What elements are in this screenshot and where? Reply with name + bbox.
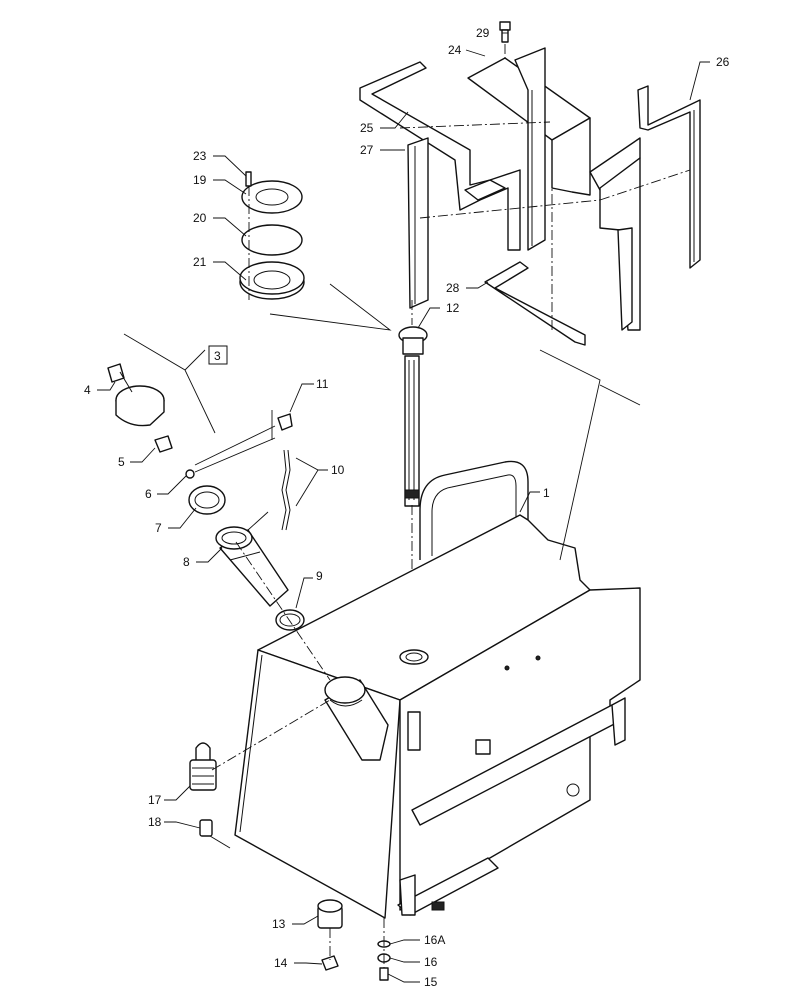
callout-9: 9 (316, 569, 323, 583)
drain-valve-14 (321, 955, 339, 971)
frame-rod-26 (637, 85, 701, 269)
leader-lines (97, 32, 710, 983)
rod-bracket-25 (359, 61, 521, 251)
cap-assembly-3 (107, 363, 165, 427)
padlock-17 (189, 742, 217, 791)
washer-6 (185, 469, 195, 479)
callout-10: 10 (331, 463, 345, 477)
gasket-plates (239, 171, 305, 300)
callout-11: 11 (316, 377, 329, 391)
fuel-sender-12 (398, 300, 428, 650)
callout-13: 13 (272, 917, 286, 931)
callout-5: 5 (118, 455, 125, 469)
callout-19: 19 (193, 173, 207, 187)
chain-10 (281, 449, 291, 531)
callout-15: 15 (424, 975, 438, 989)
callout-25: 25 (360, 121, 374, 135)
callout-24: 24 (448, 43, 462, 57)
callout-labels: 1 3 4 5 6 7 8 9 10 11 12 13 14 15 16 16A… (84, 26, 730, 989)
callout-26: 26 (716, 55, 730, 69)
gasket-7 (188, 485, 226, 515)
key-18 (199, 819, 231, 849)
bolt-15 (379, 967, 389, 981)
explosion-lines (211, 44, 691, 968)
callout-12: 12 (446, 301, 460, 315)
filler-neck-8 (215, 526, 289, 607)
callout-box-3 (208, 345, 228, 365)
angle-bracket-28 (484, 261, 586, 346)
callout-18: 18 (148, 815, 162, 829)
callout-20: 20 (193, 211, 207, 225)
callout-3: 3 (214, 349, 221, 363)
fuel-tank-1 (234, 460, 641, 919)
callout-16a: 16A (424, 933, 445, 947)
callout-27: 27 (360, 143, 374, 157)
strip-27 (407, 137, 429, 309)
frame-bracket-24 (467, 47, 641, 331)
callout-29: 29 (476, 26, 490, 40)
clip-11 (277, 413, 293, 431)
callout-4: 4 (84, 383, 91, 397)
fitting-5 (154, 435, 173, 453)
drain-plug-13 (317, 899, 343, 929)
callout-17: 17 (148, 793, 162, 807)
callout-28: 28 (446, 281, 460, 295)
bolt-29 (499, 21, 511, 43)
callout-16: 16 (424, 955, 438, 969)
clamp-9 (275, 609, 305, 631)
callout-7: 7 (155, 521, 162, 535)
callout-14: 14 (274, 956, 288, 970)
callout-1: 1 (543, 486, 550, 500)
callout-8: 8 (183, 555, 190, 569)
callout-6: 6 (145, 487, 152, 501)
callout-23: 23 (193, 149, 207, 163)
callout-21: 21 (193, 255, 207, 269)
